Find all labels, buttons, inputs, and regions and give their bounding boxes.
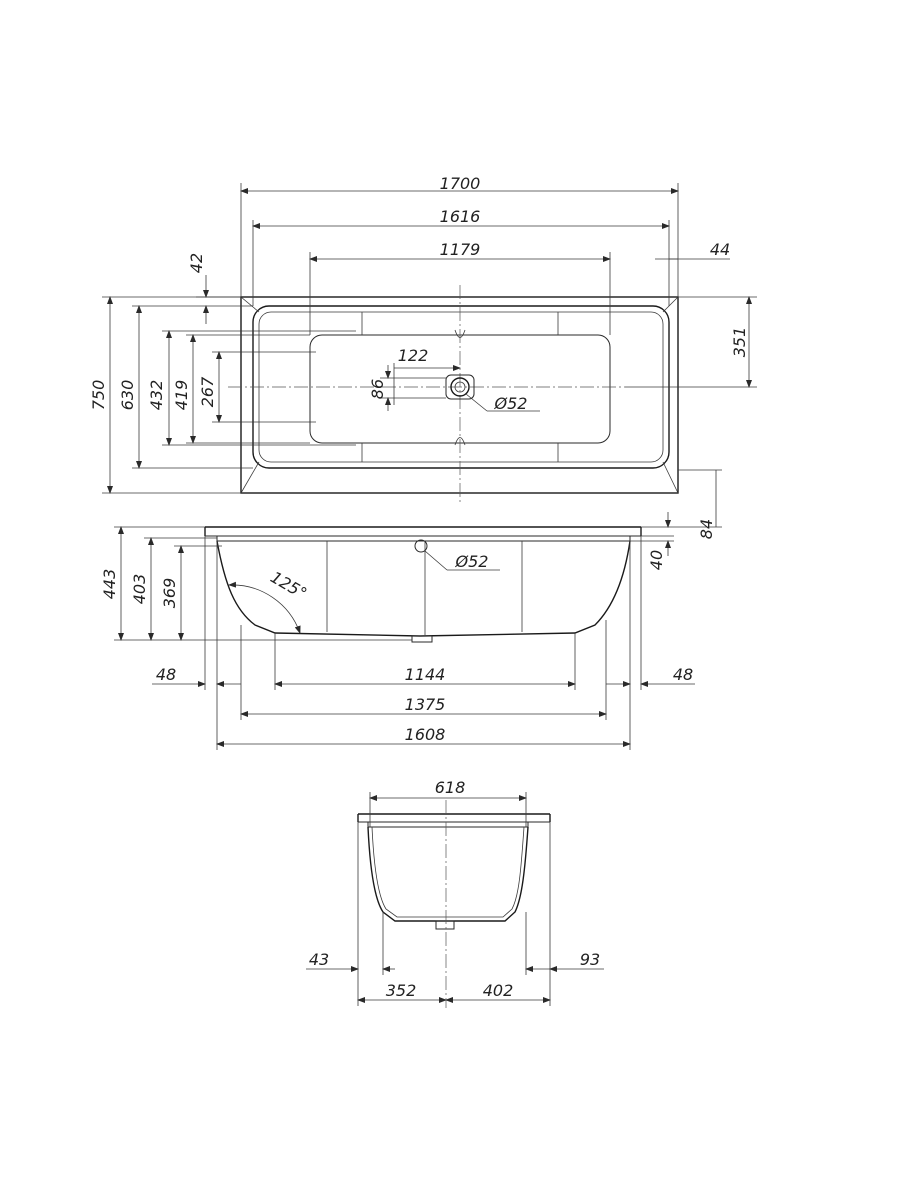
- dim-122: 122: [398, 346, 429, 365]
- side-view: Ø52 125° 443 403 369 40 84: [100, 469, 722, 750]
- dim-419: 419: [172, 380, 191, 411]
- end-drain: [435, 920, 455, 930]
- dim-1616: 1616: [440, 207, 481, 226]
- end-view: 618 43 93 352 402: [306, 778, 604, 1008]
- dim-84: 84: [697, 519, 716, 539]
- dim-267: 267: [198, 376, 217, 407]
- top-drain: [450, 377, 470, 397]
- side-overflow: [414, 539, 428, 553]
- end-bowl-profile: [367, 826, 529, 922]
- dim-432: 432: [147, 380, 166, 411]
- dim-352: 352: [386, 981, 417, 1000]
- dim-93: 93: [580, 950, 600, 969]
- dim-1608: 1608: [405, 725, 446, 744]
- top-drain-outline: [445, 374, 475, 400]
- dim-overflow-diameter: Ø52: [455, 552, 489, 571]
- dim-86: 86: [368, 379, 387, 399]
- top-outer-rim: [240, 296, 679, 494]
- dim-drain-diameter: Ø52: [494, 394, 528, 413]
- dim-443: 443: [100, 569, 119, 600]
- dim-1375: 1375: [405, 695, 446, 714]
- top-view: 1700 1616 1179 44 42 750 630 4: [89, 174, 757, 505]
- dim-40: 40: [647, 550, 666, 570]
- dim-43: 43: [309, 950, 329, 969]
- dim-1700: 1700: [440, 174, 481, 193]
- dim-48-left: 48: [156, 665, 176, 684]
- dim-42: 42: [187, 253, 206, 273]
- dim-44: 44: [710, 240, 730, 259]
- dim-402: 402: [483, 981, 514, 1000]
- dim-369: 369: [160, 578, 179, 609]
- dim-1144: 1144: [405, 665, 446, 684]
- dim-618: 618: [435, 778, 466, 797]
- side-drain: [411, 635, 433, 643]
- dim-630: 630: [118, 380, 137, 411]
- dim-403: 403: [130, 574, 149, 605]
- dim-48-right: 48: [673, 665, 693, 684]
- dim-750: 750: [89, 380, 108, 411]
- dim-1179: 1179: [440, 240, 481, 259]
- dim-351: 351: [730, 327, 749, 358]
